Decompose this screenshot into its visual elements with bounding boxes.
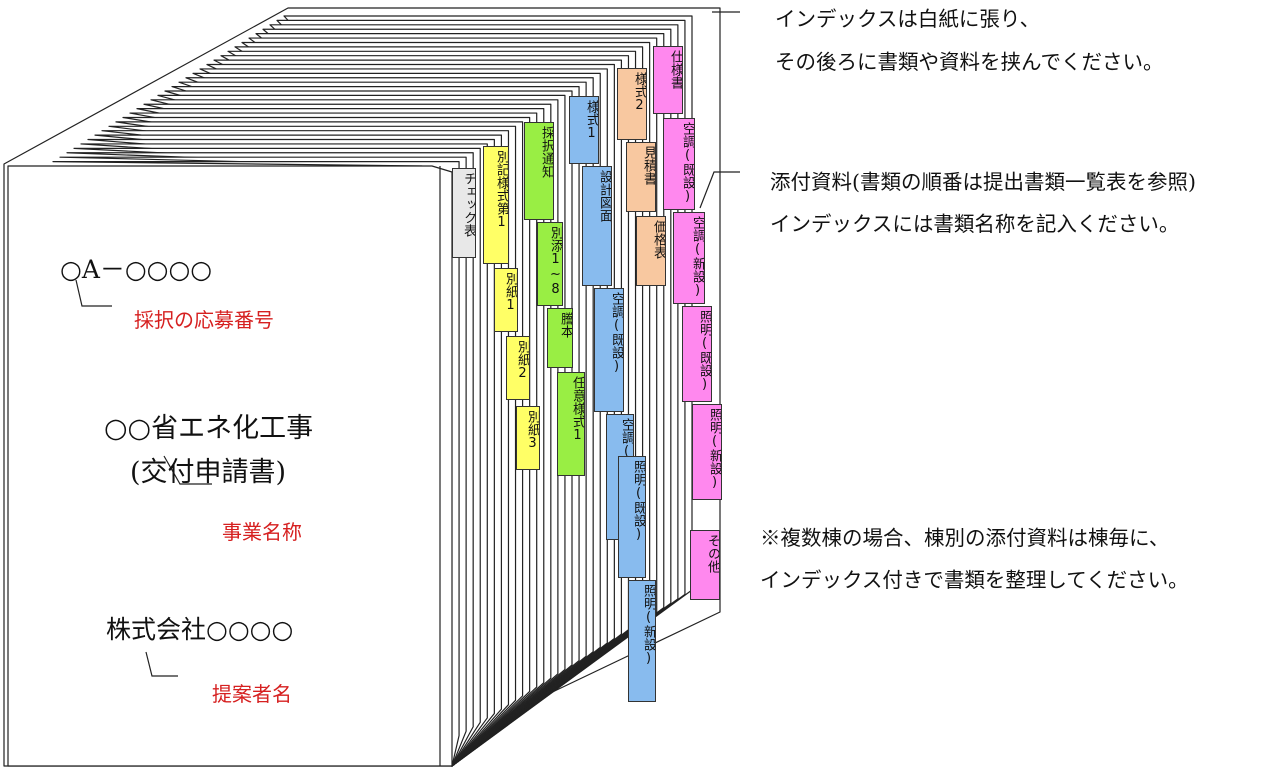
index-tab-label: 別紙3	[525, 410, 540, 451]
index-tab-label: 照明(新設)	[707, 408, 722, 490]
index-note-line2: その後ろに書類や資料を挟んでください。	[775, 50, 1164, 74]
page-1	[52, 160, 460, 767]
index-tab-label: 空調(既設)	[680, 122, 695, 204]
index-tab-label: 様式2	[632, 72, 647, 113]
index-tab: 照明(新設)	[628, 580, 656, 702]
index-tab: 見積書	[626, 142, 656, 212]
index-tab-label: 別添1~8	[548, 226, 563, 297]
attach-note-line1: 添付資料(書類の順番は提出書類一覧表を参照)	[770, 170, 1196, 194]
index-tab-label: その他	[705, 534, 720, 573]
index-tab: 照明(既設)	[682, 306, 712, 402]
index-tab-label: 様式1	[584, 100, 599, 141]
index-tab-label: 見積書	[641, 146, 656, 185]
multi-building-note-line2: インデックス付きで書類を整理してください。	[760, 568, 1189, 592]
index-tab: 別紙1	[494, 268, 518, 332]
index-tab-label: 価格表	[651, 220, 666, 259]
project-title-label: 事業名称	[222, 520, 302, 544]
index-tab: 別紙3	[516, 406, 540, 470]
index-tab: 仕様書	[653, 46, 683, 114]
attach-note-leader	[699, 171, 740, 209]
index-tab: その他	[690, 530, 720, 600]
index-tab: 謄本	[547, 308, 573, 368]
index-tab: 任意様式1	[557, 372, 585, 476]
index-tab-label: 別紙2	[515, 340, 530, 381]
index-tab: 空調(既設)	[594, 288, 624, 412]
index-tab: 採択通知	[524, 122, 554, 220]
attach-note-line2: インデックスには書類名称を記入ください。	[770, 212, 1180, 236]
callout-lines	[75, 11, 740, 677]
index-tab: 別紙2	[506, 336, 530, 400]
company-leader	[145, 651, 178, 677]
project-title-line2: (交付申請書)	[130, 457, 287, 488]
index-tab: 空調(新設)	[673, 212, 705, 304]
index-tab-label: 別記様式第1	[494, 150, 509, 230]
project-title-line1: ○○省エネ化工事	[104, 413, 314, 444]
index-note-line1: インデックスは白紙に張り、	[775, 7, 1041, 31]
index-tab: 様式1	[569, 96, 599, 164]
application-number-label: 採択の応募番号	[134, 308, 274, 332]
number-leader	[75, 279, 112, 307]
index-tab: 様式2	[617, 68, 647, 140]
index-tab: チェック表	[452, 168, 476, 258]
index-tab-label: 照明(既設)	[631, 460, 646, 542]
multi-building-note-line1: ※複数棟の場合、棟別の添付資料は棟毎に、	[760, 526, 1170, 550]
front-cover	[7, 165, 453, 767]
index-tab: 設計図面	[582, 166, 612, 286]
index-tab-label: 謄本	[558, 312, 573, 338]
company-name: 株式会社○○○○	[106, 615, 294, 644]
index-tab-label: 仕様書	[668, 50, 683, 89]
index-tab: 別添1~8	[537, 222, 563, 306]
index-tab: 空調(既設)	[663, 118, 695, 210]
index-tab: 照明(新設)	[692, 404, 722, 500]
index-tab-label: 設計図面	[597, 170, 612, 222]
index-tab-label: 採択通知	[539, 126, 554, 178]
index-tab-label: 照明(新設)	[641, 584, 656, 666]
index-tab-label: 別紙1	[503, 272, 518, 313]
index-tab: 照明(既設)	[618, 456, 646, 578]
index-tab: 価格表	[636, 216, 666, 286]
index-tab-label: チェック表	[461, 172, 476, 237]
index-tab-label: 照明(既設)	[697, 310, 712, 392]
index-tab-label: 空調(既設)	[609, 292, 624, 374]
index-tab-label: 任意様式1	[570, 376, 585, 443]
company-name-label: 提案者名	[212, 682, 292, 706]
application-number: ○A－○○○○	[60, 255, 213, 284]
title-leader	[163, 455, 212, 485]
index-tab-label: 空調(新設)	[690, 216, 705, 298]
index-tab: 別記様式第1	[483, 146, 509, 264]
